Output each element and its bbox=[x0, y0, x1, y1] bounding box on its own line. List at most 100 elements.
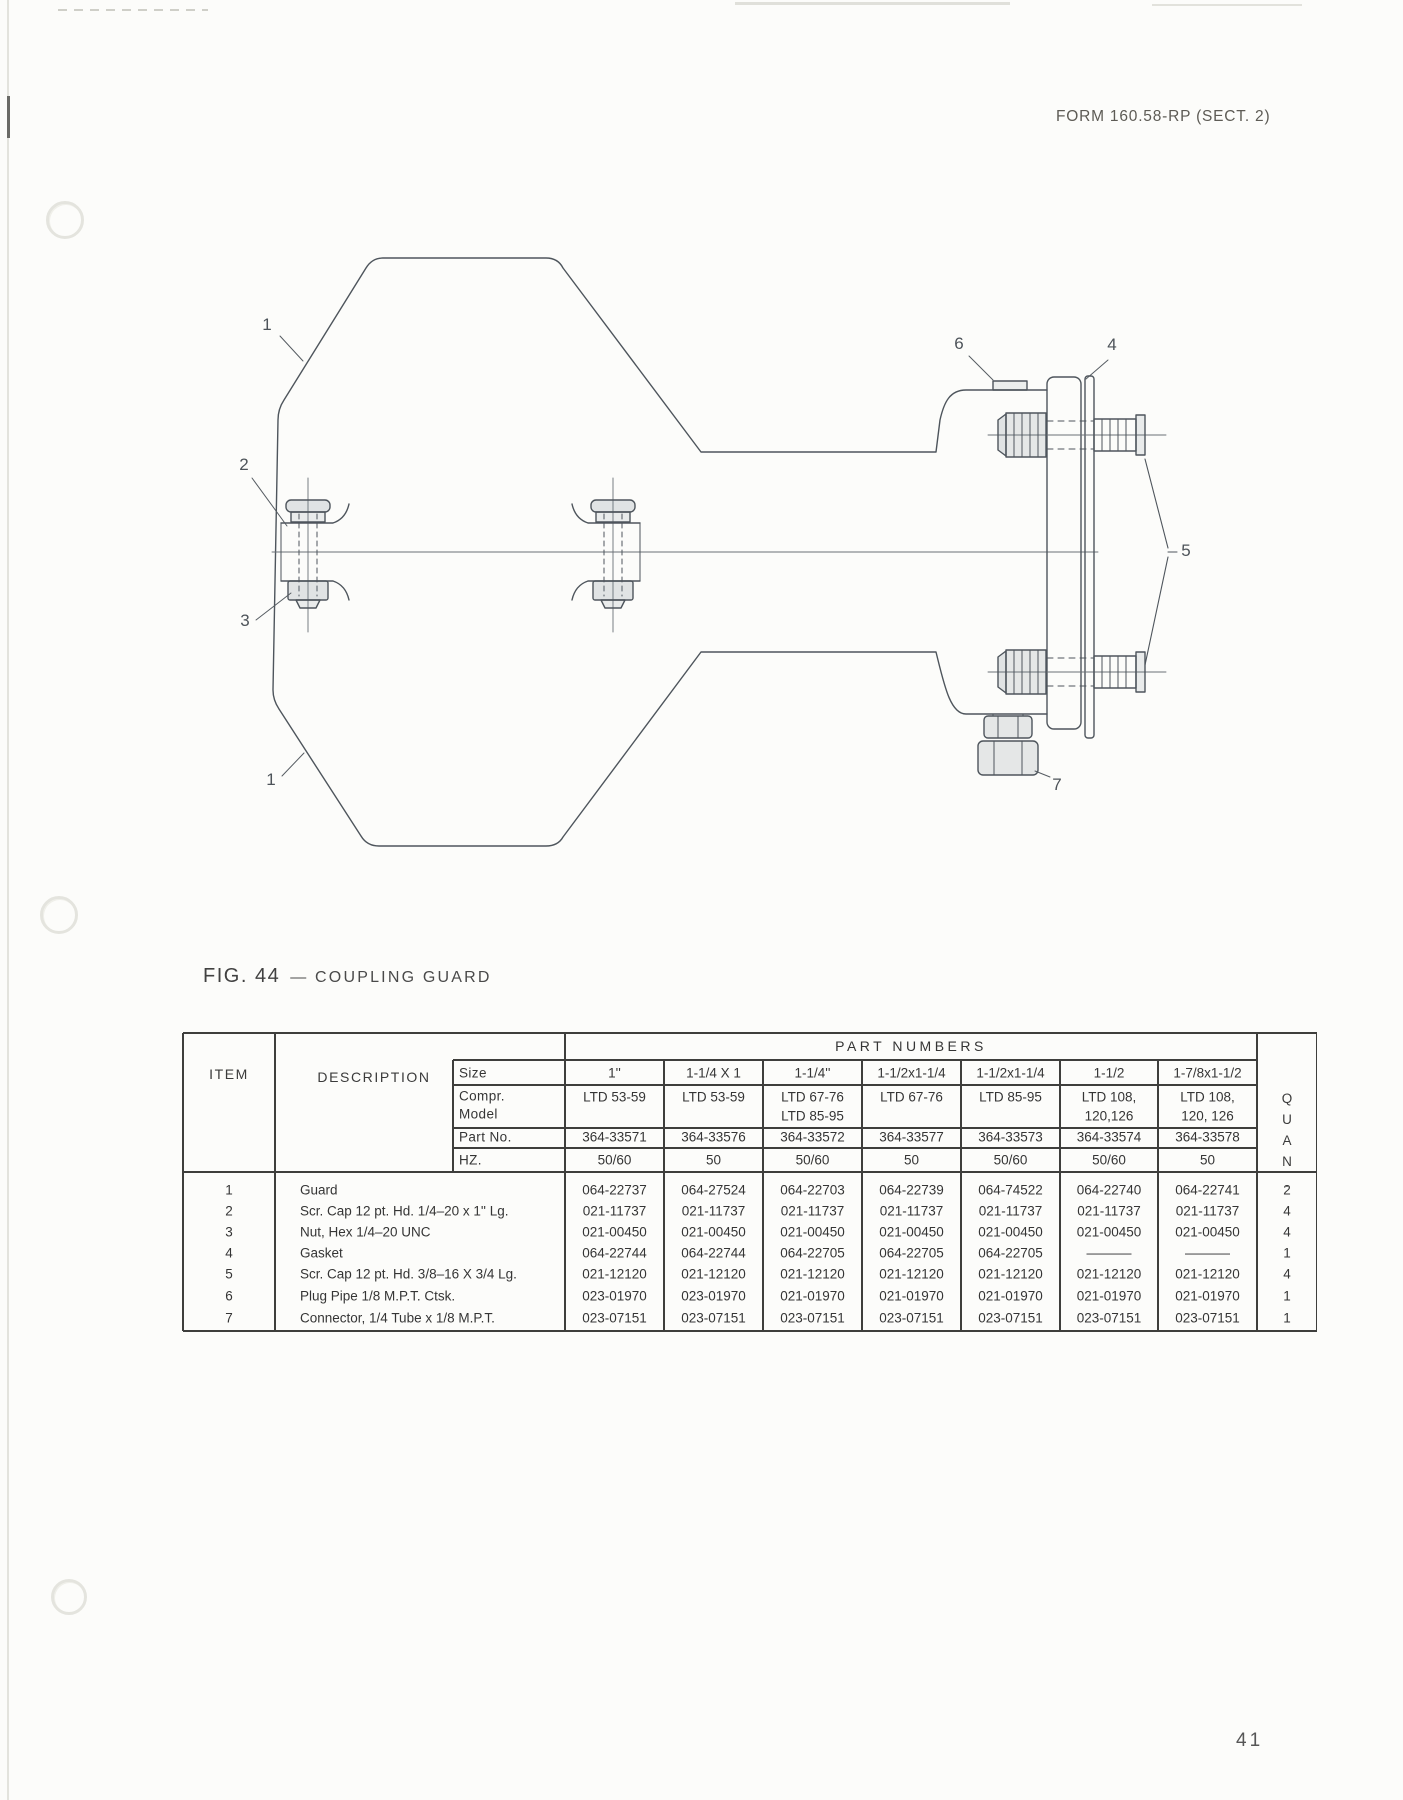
table-rule-horizontal bbox=[453, 1084, 1257, 1086]
figure-caption-number: FIG. 44 bbox=[203, 965, 281, 987]
table-rule-vertical bbox=[960, 1060, 962, 1331]
table-rule-vertical bbox=[274, 1033, 276, 1331]
coupling-guard-drawing bbox=[251, 257, 1178, 847]
hz-value: 50 bbox=[903, 1152, 920, 1168]
part-number-value: 021-11737 bbox=[681, 1203, 746, 1219]
figure-caption-title: — COUPLING GUARD bbox=[290, 969, 492, 986]
part-number-value: 021-00450 bbox=[879, 1224, 944, 1240]
scan-artifact bbox=[1152, 4, 1302, 6]
table-rule-vertical bbox=[1059, 1060, 1061, 1331]
hz-value: 50 bbox=[705, 1152, 722, 1168]
table-rule-vertical bbox=[1315, 1033, 1317, 1331]
part-number-value: 023-07151 bbox=[681, 1310, 746, 1325]
part-number-value: 023-01970 bbox=[582, 1288, 647, 1304]
part-numbers-header: PART NUMBERS bbox=[835, 1038, 987, 1054]
part-number-value: 023-07151 bbox=[879, 1310, 944, 1325]
part-no-value: 364-33574 bbox=[1076, 1129, 1142, 1145]
table-rule-horizontal bbox=[183, 1170, 1317, 1174]
part-number-value: 023-07151 bbox=[582, 1310, 647, 1325]
hole-punch-mark bbox=[46, 201, 84, 239]
part-number-value: 021-00450 bbox=[681, 1224, 746, 1240]
part-number-value: 064-22705 bbox=[879, 1245, 944, 1260]
size-value: 1-1/2 bbox=[1093, 1065, 1125, 1081]
part-number-value: 021-12120 bbox=[780, 1266, 845, 1282]
part-description: Connector, 1/4 Tube x 1/8 M.P.T. bbox=[300, 1310, 495, 1325]
size-value: 1-1/4 X 1 bbox=[686, 1065, 741, 1081]
part-number-value: 021-12120 bbox=[1175, 1266, 1240, 1282]
part-number-value: 023-07151 bbox=[1076, 1310, 1142, 1325]
part-no-value: 364-33578 bbox=[1175, 1129, 1240, 1145]
part-no-value: 364-33577 bbox=[879, 1129, 944, 1145]
table-rule-vertical bbox=[452, 1060, 454, 1172]
part-description: Plug Pipe 1/8 M.P.T. Ctsk. bbox=[300, 1288, 456, 1304]
quantity-value: 1 bbox=[1283, 1288, 1291, 1304]
hole-punch-mark bbox=[51, 1579, 87, 1615]
size-value: 1-1/2x1-1/4 bbox=[976, 1065, 1045, 1081]
quantity-value: 4 bbox=[1283, 1224, 1291, 1240]
hz-value: 50/60 bbox=[993, 1152, 1028, 1168]
table-rule-vertical bbox=[663, 1060, 665, 1331]
part-no-value: 364-33573 bbox=[978, 1129, 1043, 1145]
quantity-value: 4 bbox=[1283, 1203, 1291, 1219]
callout-6-plug: 6 bbox=[954, 334, 964, 353]
part-number-value: 021-11737 bbox=[1175, 1203, 1240, 1219]
hole-punch-mark bbox=[40, 896, 78, 934]
size-row-label: Size bbox=[459, 1065, 487, 1081]
size-value: 1-7/8x1-1/2 bbox=[1173, 1065, 1242, 1081]
quantity-value: 4 bbox=[1283, 1266, 1291, 1282]
part-number-value: 023-07151 bbox=[978, 1310, 1043, 1325]
quantity-value: 1 bbox=[1283, 1310, 1291, 1325]
scan-edge-line bbox=[7, 0, 9, 1800]
part-number-value: 021-01970 bbox=[879, 1288, 944, 1304]
table-rule-horizontal bbox=[453, 1147, 1257, 1149]
table-rule-horizontal bbox=[453, 1059, 1257, 1061]
form-reference: FORM 160.58-RP (SECT. 2) bbox=[1056, 108, 1271, 125]
scan-edge-tick bbox=[7, 96, 10, 138]
table-rule-horizontal bbox=[183, 1329, 1317, 1333]
part-number-value: 021-12120 bbox=[978, 1266, 1043, 1282]
compr-model-value: LTD 108, bbox=[1081, 1089, 1137, 1105]
part-description: Nut, Hex 1/4–20 UNC bbox=[300, 1224, 431, 1240]
compr-model-value: LTD 67-76 bbox=[880, 1089, 943, 1105]
compr-model-value: 120,126 bbox=[1084, 1108, 1134, 1124]
part-number-value: 021-00450 bbox=[780, 1224, 845, 1240]
callout-1-guard: 1 bbox=[262, 315, 272, 334]
part-number-value: 021-00450 bbox=[582, 1224, 647, 1240]
callout-7-connector: 7 bbox=[1052, 775, 1062, 794]
item-column-header: ITEM bbox=[209, 1066, 249, 1082]
callout-3-nut: 3 bbox=[240, 611, 250, 630]
part-no-value: 364-33571 bbox=[582, 1129, 647, 1145]
part-description: Guard bbox=[300, 1182, 338, 1198]
hz-value: 50/60 bbox=[597, 1152, 632, 1168]
part-no-row-label: Part No. bbox=[459, 1129, 512, 1145]
hz-value: 50 bbox=[1199, 1152, 1216, 1168]
size-value: 1-1/2x1-1/4 bbox=[877, 1065, 946, 1081]
item-number: 5 bbox=[225, 1266, 233, 1282]
part-number-value: 064-22737 bbox=[582, 1182, 647, 1198]
table-rule-vertical bbox=[1157, 1060, 1159, 1331]
table-rule-vertical bbox=[564, 1033, 566, 1331]
part-number-value: 064-22740 bbox=[1076, 1182, 1142, 1198]
item-number: 1 bbox=[225, 1182, 233, 1198]
item-number: 4 bbox=[225, 1245, 233, 1260]
part-number-value: 021-11737 bbox=[780, 1203, 845, 1219]
item-number: 2 bbox=[225, 1203, 233, 1219]
part-number-value: 021-12120 bbox=[879, 1266, 944, 1282]
size-value: 1-1/4'' bbox=[794, 1065, 831, 1081]
part-number-value: 021-01970 bbox=[1175, 1288, 1240, 1304]
compr-model-value: LTD 85-95 bbox=[781, 1108, 844, 1124]
callout-4-gasket: 4 bbox=[1107, 335, 1117, 354]
part-number-value: 064-22703 bbox=[780, 1182, 845, 1198]
part-number-value: 021-11737 bbox=[582, 1203, 647, 1219]
part-number-value: 064-22705 bbox=[978, 1245, 1043, 1260]
part-number-value: 021-12120 bbox=[681, 1266, 746, 1282]
part-number-value: 021-12120 bbox=[582, 1266, 647, 1282]
item-number: 7 bbox=[225, 1310, 233, 1325]
quantity-value: 1 bbox=[1283, 1245, 1291, 1260]
quantity-value: 2 bbox=[1283, 1182, 1291, 1198]
part-number-value: 064-22744 bbox=[681, 1245, 746, 1260]
figure-caption: FIG. 44 — COUPLING GUARD bbox=[203, 965, 492, 988]
scan-artifact bbox=[735, 2, 1010, 5]
part-number-value: 021-11737 bbox=[978, 1203, 1043, 1219]
